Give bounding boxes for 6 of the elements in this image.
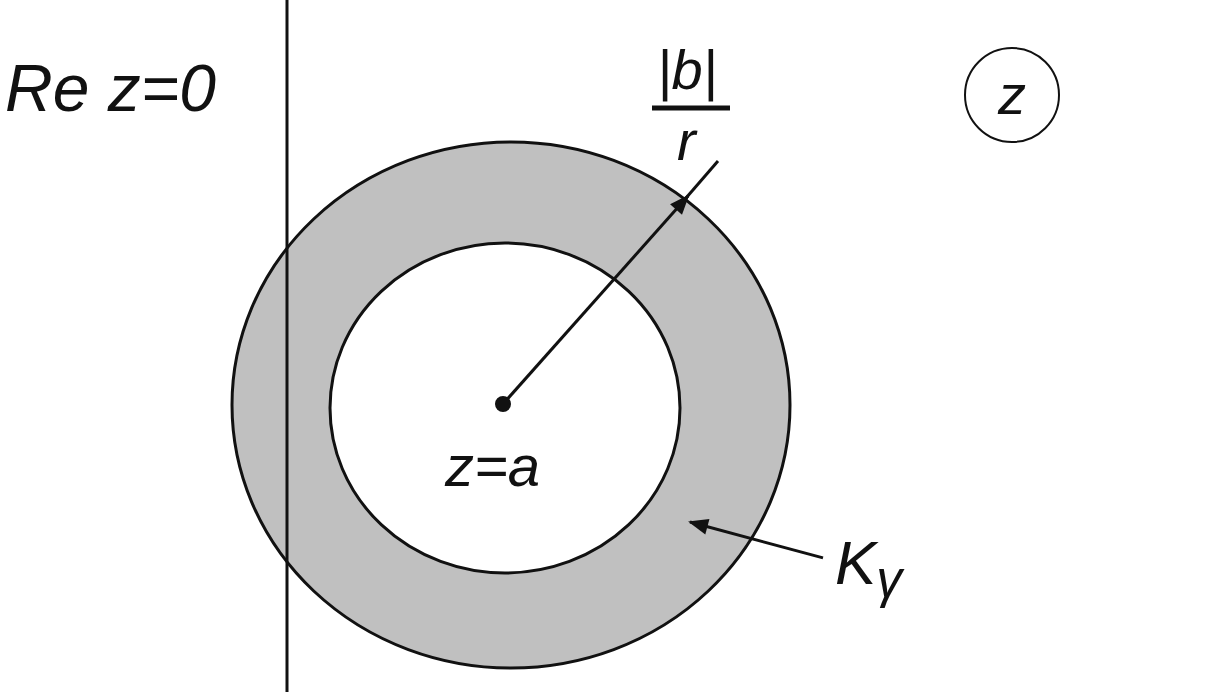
fraction-denominator: r	[677, 113, 696, 169]
circled-label: z	[964, 47, 1060, 143]
region-label: K$_{γ}$	[835, 532, 903, 607]
axis-label: Re z=0	[5, 55, 216, 121]
center-label: z=a	[445, 437, 541, 495]
leader-line	[688, 518, 824, 560]
